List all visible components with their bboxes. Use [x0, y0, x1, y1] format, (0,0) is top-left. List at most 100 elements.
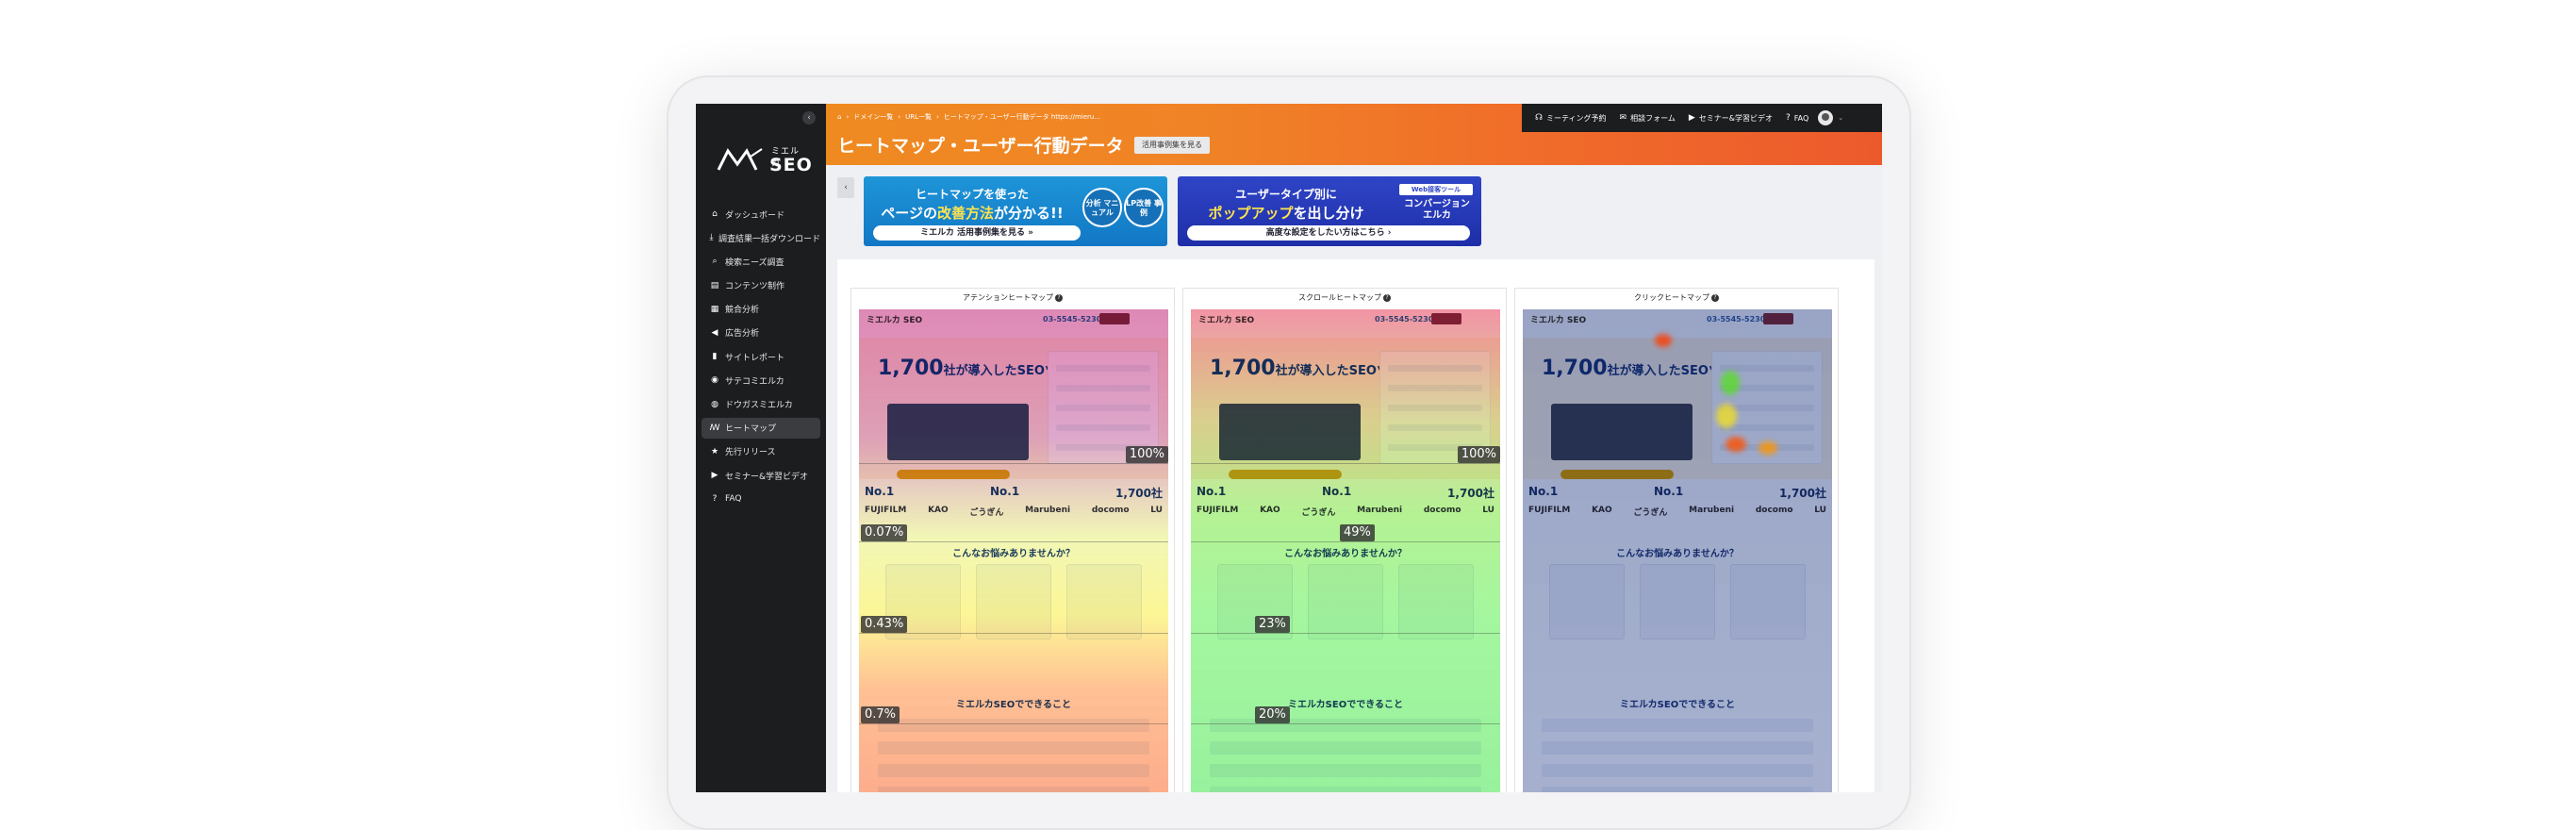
sidebar-item[interactable]: ▦ 競合分析	[702, 299, 820, 320]
video-icon: ▶	[1688, 113, 1695, 123]
page-screenshot[interactable]: ミエルカ SEO03-5545-52301,700社が導入したSEOツールNo.…	[859, 309, 1168, 792]
sidebar-item-label: ヒートマップ	[725, 424, 777, 435]
manual-badge: 分析 マニュアル	[1082, 188, 1122, 227]
heatmap-percentage-label: 0.43%	[861, 616, 908, 633]
topbar-link[interactable]: ▶セミナー&学習ビデオ	[1689, 113, 1773, 124]
scroll-depth-line	[859, 633, 1168, 634]
sidebar-item[interactable]: ◍ドウガスミエルカ	[702, 394, 820, 415]
app-screen: ‹ ミエルカ SEO ⌂ダッシュボード⤓調査結果一括ダウンロード⌕検索ニーズ調査…	[696, 104, 1882, 792]
conversion-product-name: コンバージョン エルカ	[1404, 199, 1470, 221]
download-icon: ⤓	[709, 233, 714, 243]
sidebar-item[interactable]: ⌂ダッシュボード	[702, 204, 820, 224]
breadcrumb-separator: ›	[846, 113, 850, 121]
heatmap-percentage-label: 49%	[1340, 524, 1375, 541]
sidebar-menu: ⌂ダッシュボード ⤓ 調査結果一括ダウンロード ⌕ 検索ニーズ調査 ▤ コンテンツ制作 ▦ 競合…	[702, 204, 820, 512]
page-title: ヒートマップ・ユーザー行動データ	[837, 136, 1124, 157]
web-tool-tag: Web接客ツール	[1399, 184, 1473, 195]
sidebar-item[interactable]: ⤓ 調査結果一括ダウンロード	[702, 227, 821, 248]
banner-line2: ページの改善方法が分かる!!	[881, 205, 1064, 222]
scroll-depth-line	[1191, 633, 1500, 634]
bar-chart-icon: ▮	[712, 352, 718, 362]
chevron-down-icon[interactable]: ⌄	[1838, 114, 1844, 122]
topbar-link[interactable]: ☊ミーティング予約	[1535, 113, 1607, 124]
sidebar-item-label: 広告分析	[725, 329, 760, 340]
heatmap-percentage-label: 23%	[1255, 616, 1290, 633]
banner-line2: ポップアップを出し分け	[1208, 205, 1364, 222]
heatmap-percentage-label: 100%	[1457, 446, 1500, 463]
page-screenshot[interactable]: ミエルカ SEO03-5545-52301,700社が導入したSEOツールNo.…	[1191, 309, 1500, 792]
user-avatar[interactable]	[1818, 110, 1834, 125]
sidebar-item-label: 競合分析	[725, 306, 760, 316]
scroll-depth-line	[1191, 723, 1500, 724]
page-screenshot[interactable]: ミエルカ SEO03-5545-52301,700社が導入したSEOツールNo.…	[1523, 309, 1832, 792]
document-icon: ▤	[710, 280, 719, 290]
heatmap-panel: クリックヒートマップ?ミエルカ SEO03-5545-52301,700社が導入…	[1514, 288, 1839, 792]
sidebar-item-label: 検索ニーズ調査	[725, 257, 784, 268]
panel-title-text: アテンションヒートマップ	[963, 293, 1053, 302]
video-icon: ▶	[711, 471, 718, 481]
popup-tool-banner[interactable]: ユーザータイプ別に ポップアップを出し分け 高度な設定をしたい方はこちら › W…	[1178, 176, 1481, 246]
help-icon[interactable]: ?	[1055, 293, 1063, 302]
help-icon[interactable]: ?	[1383, 293, 1391, 302]
case-study-button[interactable]: 活用事例集を見る	[1134, 137, 1210, 154]
chevron-left-icon: ‹	[807, 113, 811, 123]
heatmap-percentage-label: 100%	[1125, 446, 1168, 463]
topbar-link-label: ミーティング予約	[1546, 113, 1607, 123]
sidebar-item[interactable]: ▮ サイトレポート	[702, 346, 820, 367]
scroll-depth-line	[859, 723, 1168, 724]
compare-icon: ▦	[710, 304, 719, 314]
heatmap-panel-title: スクロールヒートマップ?	[1183, 292, 1506, 303]
sidebar-item[interactable]: ◀広告分析	[702, 323, 820, 343]
scroll-depth-line	[859, 463, 1168, 464]
sidebar-collapse-button[interactable]: ‹	[802, 111, 816, 124]
help-icon[interactable]: ?	[1711, 293, 1719, 302]
heatmap-percentage-label: 20%	[1255, 706, 1290, 723]
heatmap-overlay	[859, 309, 1168, 792]
banner-cta[interactable]: ミエルカ 活用事例集を見る »	[873, 225, 1081, 241]
logo-text-top: ミエルカ	[771, 147, 801, 169]
question-icon: ?	[1786, 113, 1791, 123]
sidebar-item[interactable]: ★先行リリース	[702, 441, 820, 462]
sidebar-item-label: コンテンツ制作	[725, 282, 785, 292]
sidebar: ‹ ミエルカ SEO ⌂ダッシュボード⤓調査結果一括ダウンロード⌕検索ニーズ調査…	[696, 104, 826, 792]
chevron-left-icon: ‹	[844, 183, 848, 192]
sidebar-item[interactable]: ▶セミナー&学習ビデオ	[702, 465, 820, 486]
heatmap-card: アテンションヒートマップ? ミエルカ SEO03-5545-52301,700社が…	[837, 259, 1874, 792]
headset-icon: ☊	[1535, 113, 1543, 123]
sidebar-item-label: FAQ	[725, 494, 742, 505]
back-button[interactable]: ‹	[837, 177, 854, 198]
sidebar-item[interactable]: ꟿ ヒートマップ	[702, 417, 820, 439]
banner-cta[interactable]: 高度な設定をしたい方はこちら ›	[1187, 225, 1470, 241]
page-header: ⌂›ドメイン一覧›URL一覧›ヒートマップ・ユーザー行動データ https://…	[826, 104, 1882, 165]
sidebar-item-label: 調査結果一括ダウンロード	[718, 234, 820, 244]
click-hotspot	[1655, 334, 1672, 347]
top-utility-bar: ☊ミーティング予約✉相談フォーム▶セミナー&学習ビデオ?FAQ⌄	[1522, 104, 1882, 132]
sidebar-item-label: サテコミエルカ	[725, 376, 784, 387]
heatmap-panel: スクロールヒートマップ? ミエルカ SEO03-5545-52301,700社が導…	[1182, 288, 1507, 792]
sidebar-item[interactable]: ?FAQ	[702, 489, 820, 509]
sidebar-item[interactable]: ▤ コンテンツ制作	[702, 275, 820, 296]
home-icon[interactable]: ⌂	[837, 113, 842, 121]
topbar-link[interactable]: ?FAQ	[1786, 113, 1808, 123]
heatmap-icon: ꟿ	[709, 423, 720, 433]
sidebar-item-label: ダッシュボード	[725, 210, 785, 221]
mail-icon: ✉	[1619, 113, 1627, 123]
sidebar-item-label: サイトレポート	[725, 353, 785, 363]
banner-line1: ユーザータイプ別に	[1235, 188, 1337, 201]
heatmap-guide-banner[interactable]: ヒートマップを使った ページの改善方法が分かる!! ミエルカ 活用事例集を見る …	[864, 176, 1167, 246]
sidebar-item[interactable]: ◉サテコミエルカ	[702, 370, 820, 390]
scroll-depth-line	[1191, 463, 1500, 464]
breadcrumb-item[interactable]: ドメイン一覧	[853, 113, 894, 121]
breadcrumb-item[interactable]: ヒートマップ・ユーザー行動データ https://mieru...	[943, 113, 1101, 121]
scroll-depth-line	[859, 541, 1168, 542]
breadcrumb-item[interactable]: URL一覧	[905, 113, 932, 121]
main-area: ⌂›ドメイン一覧›URL一覧›ヒートマップ・ユーザー行動データ https://…	[826, 104, 1882, 792]
breadcrumb-separator: ›	[898, 113, 901, 121]
group-icon: ◍	[711, 399, 718, 409]
star-icon: ★	[710, 446, 719, 456]
topbar-link-label: セミナー&学習ビデオ	[1698, 113, 1774, 123]
sidebar-item[interactable]: ⌕ 検索ニーズ調査	[702, 251, 820, 272]
search-icon: ⌕	[712, 257, 718, 267]
topbar-link[interactable]: ✉相談フォーム	[1620, 113, 1676, 124]
topbar-link-label: FAQ	[1793, 113, 1809, 123]
